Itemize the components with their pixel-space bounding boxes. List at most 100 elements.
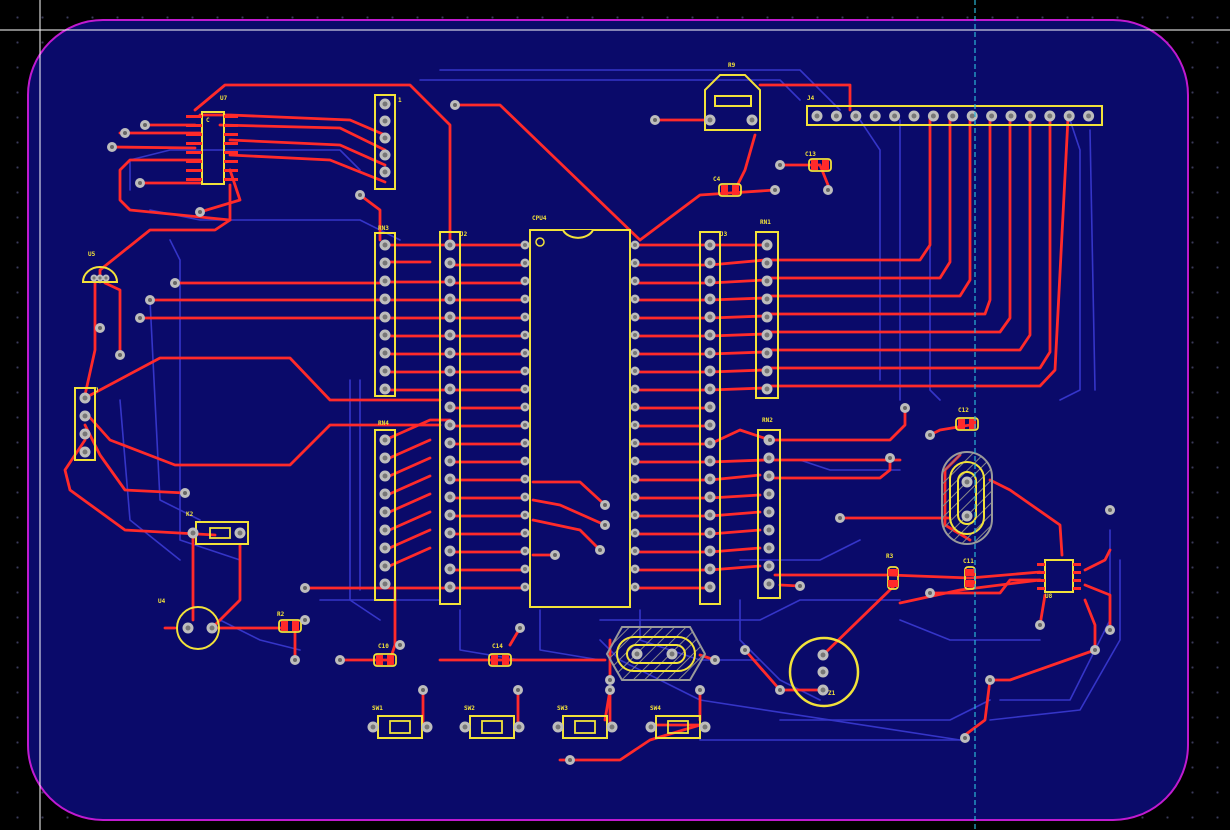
r2-body: [278, 619, 302, 633]
top-trace: [83, 423, 187, 495]
pad-hole: [707, 386, 713, 392]
top-trace: [383, 418, 452, 442]
bottom-trace: [459, 609, 521, 661]
via-hole: [798, 584, 802, 588]
pad-hole: [820, 652, 826, 658]
pad-hole: [447, 440, 453, 446]
pad-hole: [447, 548, 453, 554]
bottom-trace: [899, 619, 1041, 641]
pad-hole: [632, 530, 638, 536]
u7-pad: [186, 142, 202, 145]
pad-hole: [632, 404, 638, 410]
u4-body: [176, 606, 220, 650]
top-trace: [963, 598, 1097, 737]
bottom-trace: [599, 599, 901, 621]
header-left: [439, 231, 461, 605]
pad-hole: [382, 386, 388, 392]
r2-pad: [292, 621, 299, 631]
via-hole: [138, 316, 142, 320]
bottom-trace: [859, 119, 881, 381]
top-trace: [763, 116, 992, 316]
pad-hole: [382, 332, 388, 338]
j4-body: [806, 105, 1103, 126]
via-hole: [888, 456, 892, 460]
designator-r2: R2: [277, 611, 285, 618]
pad-hole: [447, 476, 453, 482]
pad-hole: [964, 513, 970, 519]
via-hole: [398, 643, 402, 647]
pad-hole: [522, 332, 528, 338]
z1-body: [788, 636, 860, 708]
pad-hole: [707, 566, 713, 572]
top-trace: [383, 546, 432, 570]
top-trace: [1083, 583, 1112, 632]
top-trace: [383, 528, 432, 552]
designator-sw3: SW3: [557, 705, 568, 712]
top-trace: [83, 356, 442, 402]
pad-hole: [632, 440, 638, 446]
top-trace: [763, 116, 1032, 352]
via-hole: [826, 188, 830, 192]
u8-pad: [1073, 571, 1081, 574]
pad-hole: [632, 314, 638, 320]
sw4-inner: [667, 720, 689, 734]
u8-pad: [1037, 587, 1045, 590]
pad-hole: [522, 440, 528, 446]
via-hole: [453, 103, 457, 107]
pad-hole: [632, 350, 638, 356]
pad-hole: [766, 491, 772, 497]
r9-body: [704, 74, 761, 131]
k2-inner: [209, 527, 231, 539]
c4-pad: [721, 185, 728, 195]
pad-hole: [707, 530, 713, 536]
top-trace: [928, 578, 1042, 595]
via-hole: [768, 438, 772, 442]
pad-hole: [707, 548, 713, 554]
top-trace: [383, 438, 432, 462]
top-trace: [383, 510, 432, 534]
designator-c4: C4: [713, 176, 721, 183]
via-hole: [963, 736, 967, 740]
top-trace: [708, 528, 762, 536]
pad-hole: [766, 509, 772, 515]
pad-hole: [632, 296, 638, 302]
pad-hole: [447, 404, 453, 410]
bottom-trace: [739, 539, 861, 561]
top-trace: [763, 116, 972, 298]
bottom-trace: [799, 459, 901, 471]
top-trace: [83, 281, 97, 397]
via-hole: [553, 553, 557, 557]
designator-j4: J4: [807, 95, 815, 102]
crystal-vertical-body: [949, 461, 985, 535]
designator-header_right: J3: [720, 231, 728, 238]
cpu-notch: [562, 229, 594, 239]
designator-sw1: SW1: [372, 705, 383, 712]
sw1-inner: [389, 720, 411, 734]
top-trace: [98, 218, 232, 284]
via-hole: [118, 353, 122, 357]
via-hole: [778, 163, 782, 167]
u7-pad: [186, 115, 202, 118]
pad-hole: [632, 260, 638, 266]
via-hole: [988, 678, 992, 682]
u7-pad: [224, 178, 238, 181]
top-trace: [773, 570, 1042, 580]
bottom-trace: [779, 699, 991, 721]
bottom-trace: [419, 79, 801, 101]
top-trace: [708, 510, 762, 518]
pad-hole: [382, 527, 388, 533]
u8-pad: [1073, 579, 1081, 582]
designator-c13: C13: [805, 151, 816, 158]
top-trace: [228, 138, 387, 167]
top-trace: [103, 281, 122, 357]
pad-hole: [632, 584, 638, 590]
pad-hole: [82, 413, 88, 419]
top-trace: [531, 498, 607, 527]
rn3-body: [374, 232, 396, 397]
u8-pad: [1073, 563, 1081, 566]
top-trace: [198, 113, 387, 137]
top-trace: [708, 458, 767, 464]
via-hole: [198, 210, 202, 214]
pad-hole: [764, 242, 770, 248]
